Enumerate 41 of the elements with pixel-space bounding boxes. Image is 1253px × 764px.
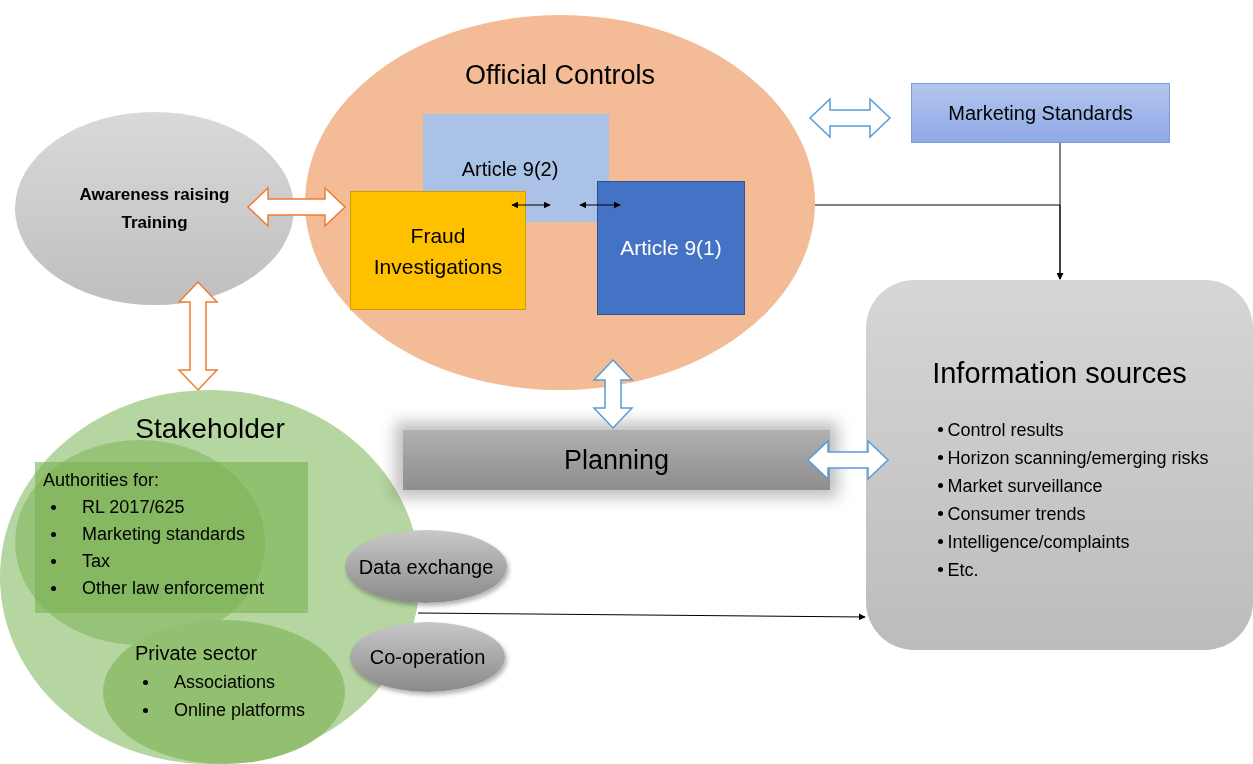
list-item: Market surveillance bbox=[947, 474, 1103, 498]
list-item: Horizon scanning/emerging risks bbox=[947, 446, 1209, 470]
arrow bbox=[417, 612, 866, 621]
list-item: Other law enforcement bbox=[82, 577, 265, 600]
list-item: RL 2017/625 bbox=[82, 496, 185, 519]
list-item: Marketing standards bbox=[82, 523, 246, 546]
arrow bbox=[511, 201, 551, 209]
process-box bbox=[911, 83, 1170, 143]
node-title: Awareness raising Training bbox=[78, 183, 231, 234]
list-item: Intelligence/complaints bbox=[947, 530, 1130, 554]
list-item: Control results bbox=[947, 418, 1064, 442]
block-arrow bbox=[592, 358, 634, 430]
node-title: Article 9(1) bbox=[620, 235, 722, 262]
node-title: Co-operation bbox=[369, 645, 486, 670]
node-title: Fraud Investigations bbox=[372, 222, 504, 280]
block-arrow bbox=[246, 186, 347, 228]
node-title: Marketing Standards bbox=[948, 101, 1133, 126]
list-item: Etc. bbox=[947, 558, 979, 582]
arrow bbox=[579, 201, 621, 209]
block-arrow bbox=[806, 439, 890, 481]
node-title: Information sources bbox=[932, 356, 1187, 391]
process-box bbox=[403, 430, 830, 490]
node-title: Article 9(2) bbox=[461, 157, 559, 182]
node-title: Planning bbox=[563, 443, 670, 477]
list-item: Consumer trends bbox=[947, 502, 1086, 526]
list-item: Associations bbox=[174, 671, 276, 694]
block-arrow bbox=[808, 97, 892, 139]
group-box bbox=[35, 462, 308, 613]
block-arrow bbox=[177, 280, 219, 392]
process-box bbox=[423, 114, 597, 191]
list-item: Tax bbox=[82, 550, 110, 573]
list-item: Online platforms bbox=[174, 699, 306, 722]
process-box bbox=[350, 191, 526, 310]
node-title: Data exchange bbox=[358, 554, 494, 580]
node-title: Stakeholder bbox=[135, 412, 285, 446]
process-box bbox=[597, 181, 745, 315]
rounded-box bbox=[866, 280, 1253, 650]
arrow bbox=[1056, 142, 1064, 280]
node-title: Authorities for: bbox=[43, 469, 160, 492]
node-title: Official Controls bbox=[464, 59, 656, 92]
node-title: Private sector bbox=[135, 641, 258, 666]
